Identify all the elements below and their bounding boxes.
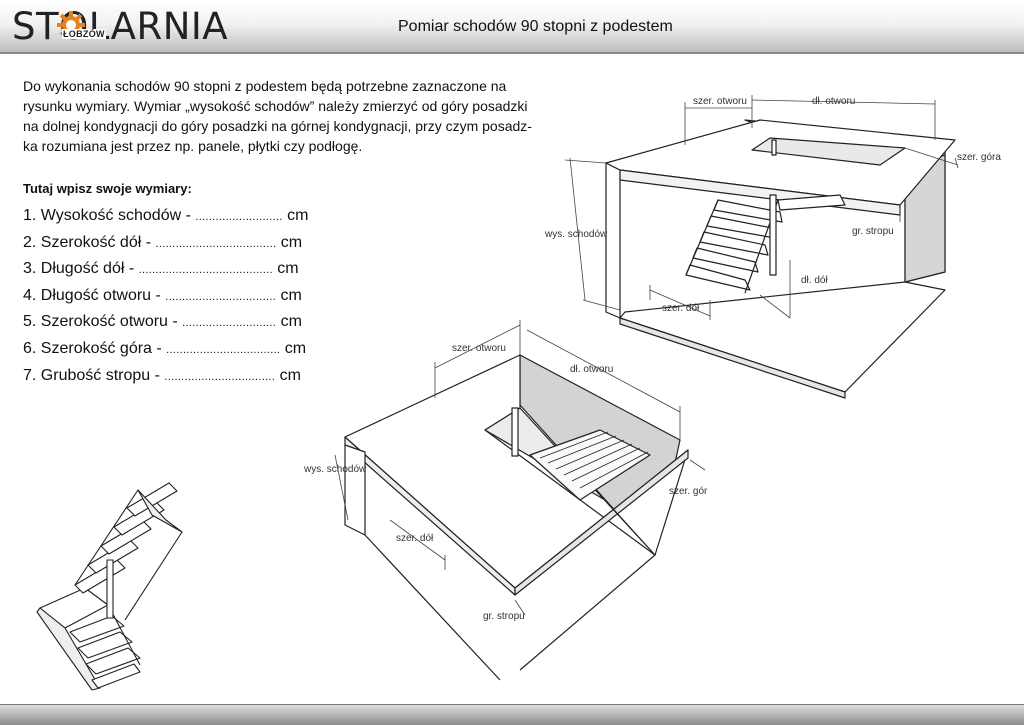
field-szerokosc-otworu[interactable]: 5. Szerokość otworu - ..................…: [23, 309, 308, 336]
intro-line: na dolnej kondygnacji do góry posadzki n…: [23, 118, 532, 134]
logo-text: STOLARNIA: [12, 5, 229, 48]
page-title: Pomiar schodów 90 stopni z podestem: [398, 18, 673, 35]
field-blank[interactable]: ........................................: [138, 264, 273, 277]
label-gr-stropu: gr. stropu: [852, 226, 894, 237]
label-dl-dol: dł. dół: [801, 275, 828, 286]
field-dlugosc-dol[interactable]: 3. Długość dół - .......................…: [23, 256, 308, 283]
field-label: 5. Szerokość otworu -: [23, 313, 183, 331]
field-unit: cm: [276, 286, 302, 304]
label-szer-otworu: szer. otworu: [452, 343, 506, 354]
intro-line: Do wykonania schodów 90 stopni z podeste…: [23, 78, 507, 94]
floor: [619, 281, 946, 393]
field-dlugosc-otworu[interactable]: 4. Długość otworu - ....................…: [23, 283, 308, 310]
label-dl-otworu: dł. otworu: [570, 364, 613, 375]
label-gr-stropu: gr. stropu: [483, 611, 525, 622]
field-unit: cm: [280, 339, 307, 357]
measurement-form: 1. Wysokość schodów - ..................…: [23, 203, 308, 389]
field-blank[interactable]: .................................: [165, 290, 277, 303]
field-unit: cm: [276, 313, 302, 331]
header-bar: STOLARNIA ŁOBZÓW Pomiar schodów 90 stopn…: [0, 0, 1024, 54]
landing: [777, 194, 846, 211]
field-blank[interactable]: ....................................: [155, 237, 277, 250]
field-szerokosc-dol[interactable]: 2. Szerokość dół - .....................…: [23, 230, 308, 257]
field-label: 1. Wysokość schodów -: [23, 207, 196, 224]
stair-post: [106, 559, 114, 619]
stair-post: [511, 407, 519, 457]
intro-line: ka rozumiana jest przez np. panele, płyt…: [23, 138, 363, 154]
field-blank[interactable]: .................................: [164, 370, 276, 383]
intro-paragraph: Do wykonania schodów 90 stopni z podeste…: [23, 76, 571, 156]
label-wys-schodow: wys. schodów: [303, 464, 367, 475]
field-wysokosc-schodow[interactable]: 1. Wysokość schodów - ..................…: [23, 203, 308, 230]
ceiling-slab: [605, 119, 956, 206]
field-label: 2. Szerokość dół -: [23, 233, 156, 251]
label-szer-otworu: szer. otworu: [693, 96, 747, 107]
field-grubosc-stropu[interactable]: 7. Grubość stropu - ....................…: [23, 363, 308, 390]
field-szerokosc-gora[interactable]: 6. Szerokość góra - ....................…: [23, 336, 308, 363]
field-label: 4. Długość otworu -: [23, 286, 166, 304]
ceiling-opening: [751, 137, 906, 166]
field-unit: cm: [276, 233, 303, 251]
label-szer-gora: szer. góra: [957, 152, 1001, 163]
field-unit: cm: [282, 207, 309, 224]
label-szer-dol: szer. dół: [662, 303, 700, 314]
stairs-top-view: [529, 429, 651, 501]
label-dl-otworu: dł. otworu: [812, 96, 855, 107]
field-blank[interactable]: ..................................: [166, 343, 281, 356]
label-szer-gora: szer. gór: [669, 486, 708, 497]
field-unit: cm: [275, 366, 301, 384]
field-blank[interactable]: ............................: [182, 317, 277, 330]
label-wys-schodow: wys. schodów: [544, 229, 608, 240]
field-blank[interactable]: ..........................: [195, 211, 283, 223]
intro-line: rysunku wymiary. Wymiar „wysokość schodó…: [23, 98, 528, 114]
stair-post: [769, 194, 777, 276]
field-label: 3. Długość dół -: [23, 260, 139, 278]
form-title: Tutaj wpisz swoje wymiary:: [23, 181, 192, 196]
logo-subtext: ŁOBZÓW: [62, 29, 106, 39]
field-label: 6. Szerokość góra -: [23, 339, 167, 357]
field-unit: cm: [272, 260, 299, 278]
footer-bar: [0, 704, 1024, 725]
field-label: 7. Grubość stropu -: [23, 366, 165, 384]
label-szer-dol: szer. dół: [396, 533, 434, 544]
